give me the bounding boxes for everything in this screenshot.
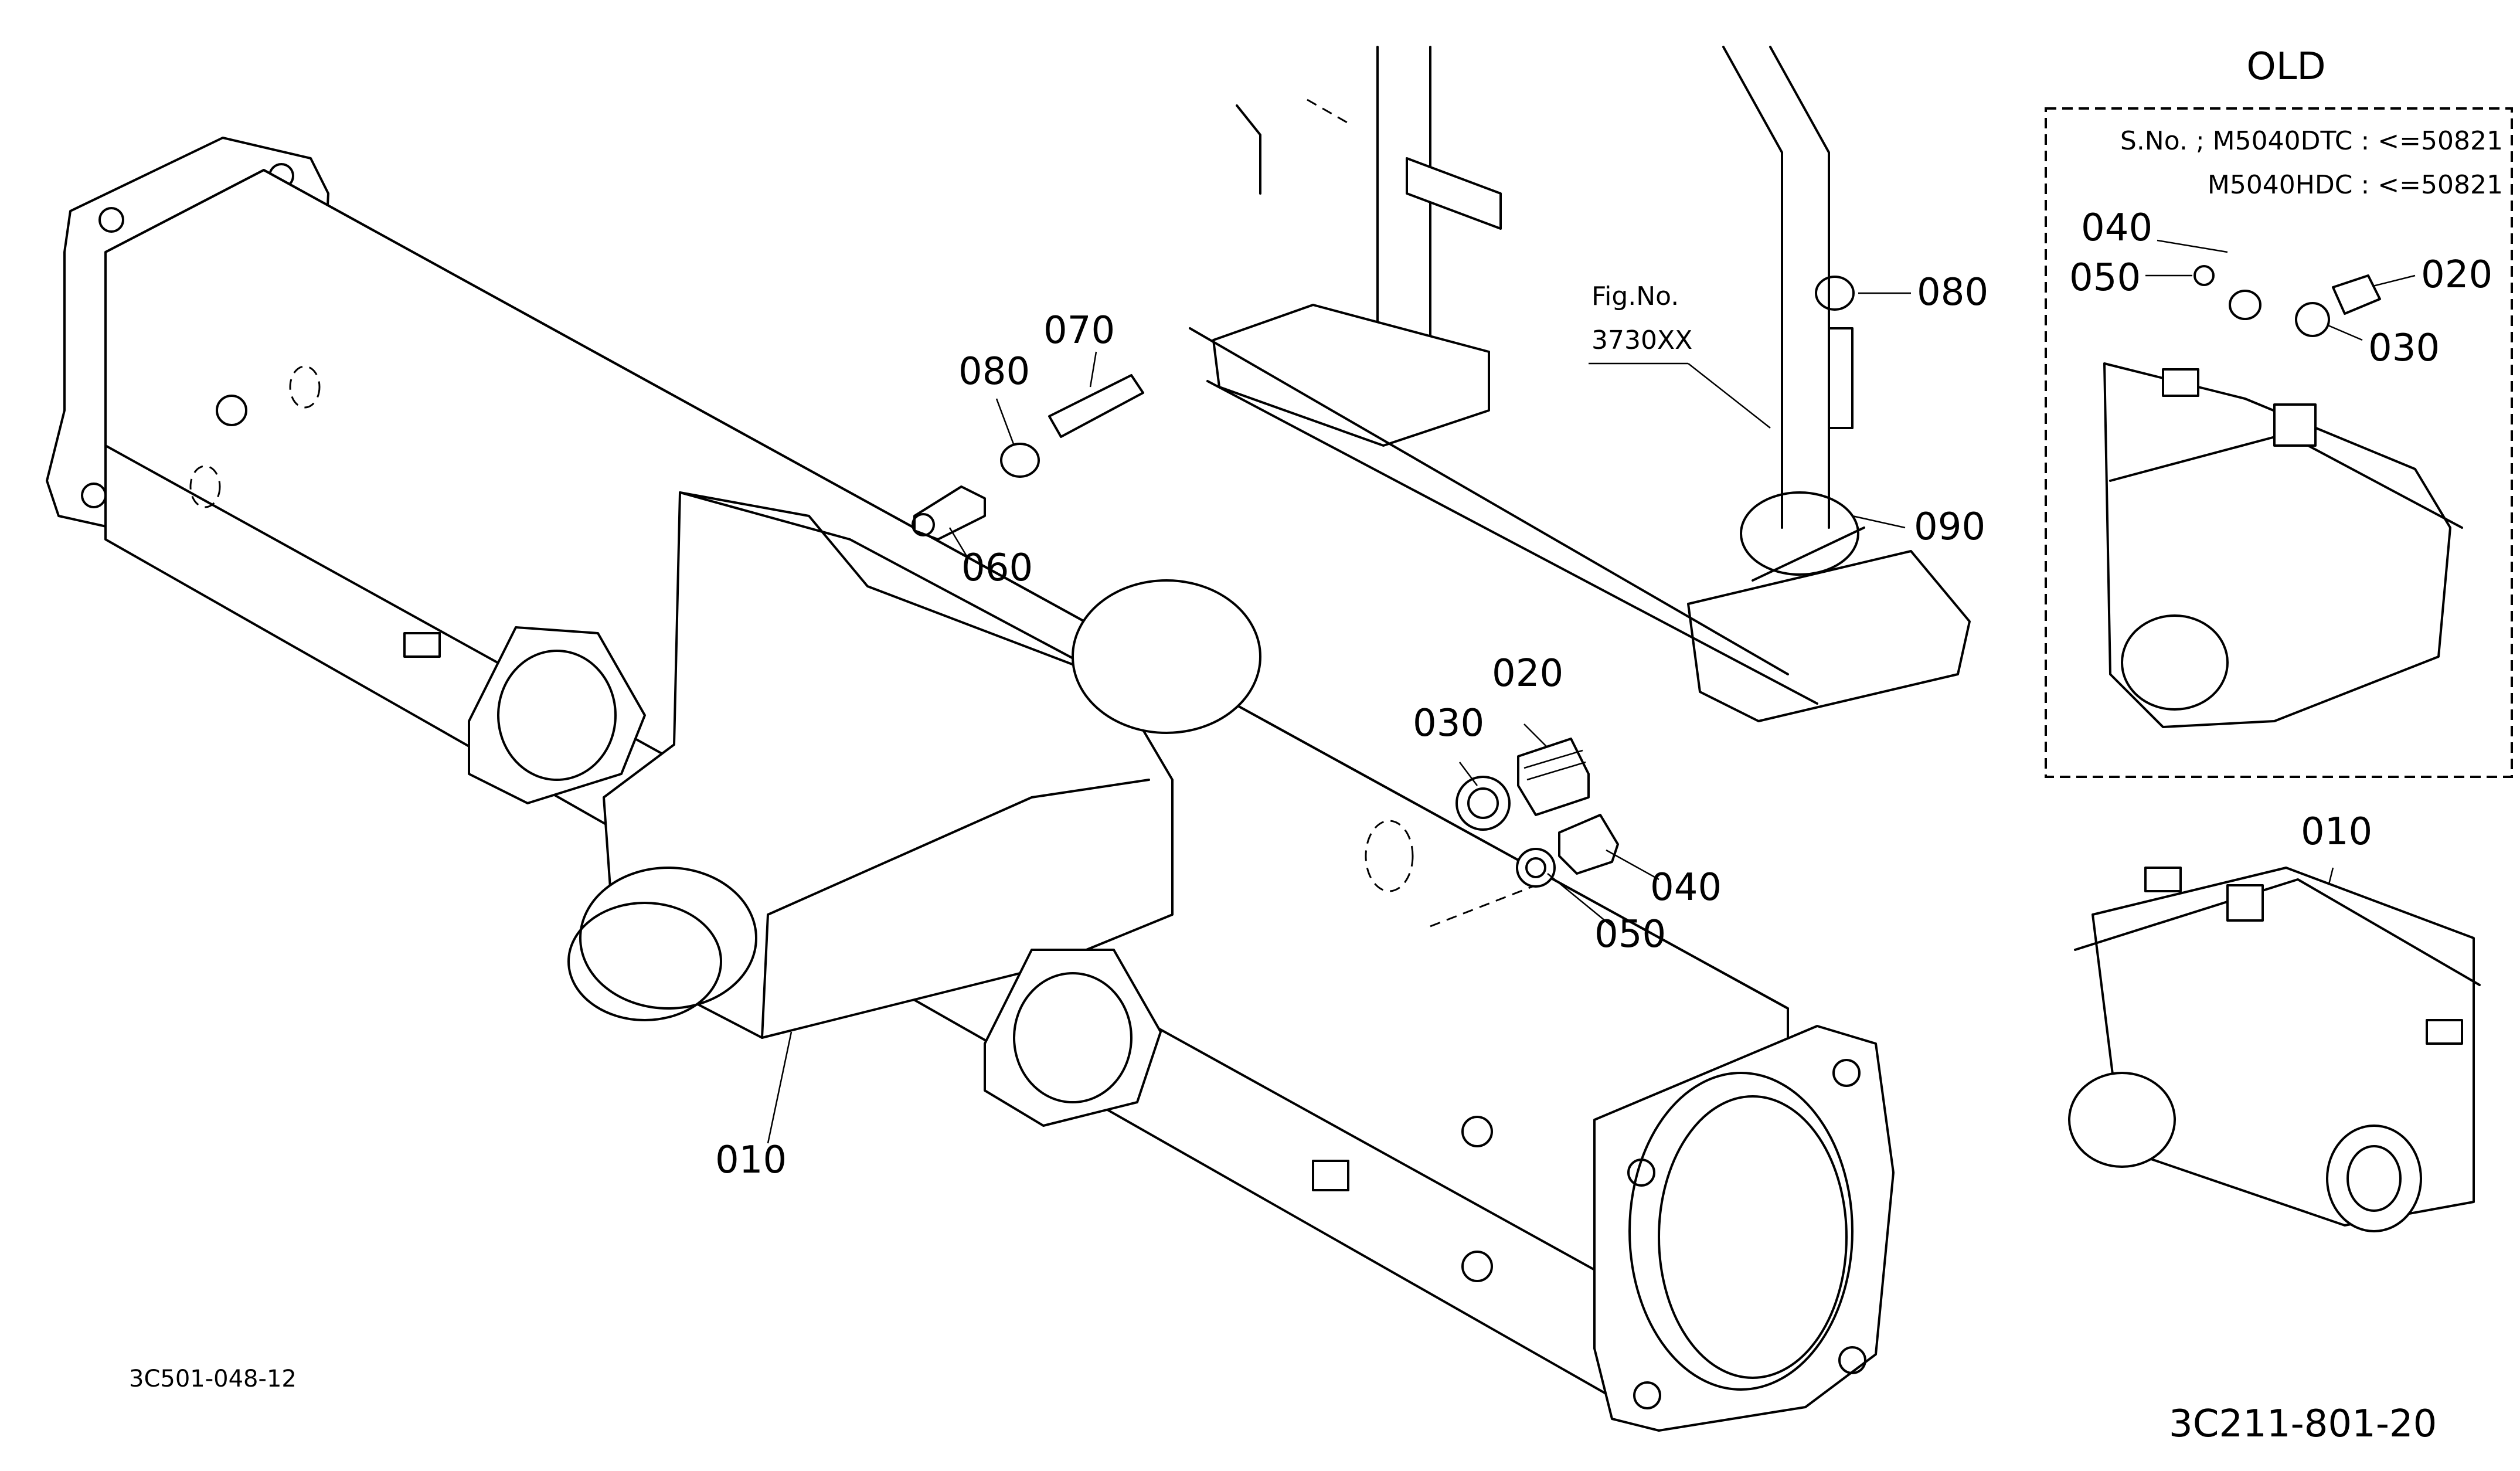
- seal-050-drawing: [1516, 848, 1556, 888]
- old-version-box: [2045, 107, 2513, 778]
- label-090: 090: [1914, 505, 1985, 549]
- label-070: 070: [1043, 309, 1115, 352]
- leader-lines: [767, 239, 2416, 1144]
- label-020-old: 020: [2421, 253, 2492, 297]
- label-030-main: 030: [1413, 702, 1484, 745]
- fig-ref-line-2: 3730XX: [1591, 325, 1692, 355]
- plug-020-drawing: [1517, 738, 1590, 816]
- label-040-main: 040: [1650, 866, 1722, 909]
- frame-pipe-drawing: [1189, 46, 1971, 722]
- plug-040-drawing: [1558, 814, 1619, 875]
- axle-housing-drawing: [46, 137, 1895, 1432]
- serial-line-1: S.No. ; M5040DTC : <=50821: [2120, 126, 2503, 156]
- serial-line-2: M5040HDC : <=50821: [2208, 170, 2503, 200]
- drawing-code-left: 3C501-048-12: [129, 1365, 297, 1392]
- label-080-right: 080: [1917, 271, 1988, 314]
- label-060: 060: [961, 546, 1033, 590]
- label-030-old: 030: [2368, 327, 2440, 370]
- label-020-main: 020: [1492, 652, 1563, 695]
- fig-ref-line-1: Fig.No.: [1591, 281, 1679, 311]
- label-080-left: 080: [958, 350, 1030, 393]
- fitting-060-drawing: [912, 485, 986, 541]
- label-050-old: 050: [2069, 256, 2141, 300]
- seal-030-drawing: [1455, 776, 1511, 831]
- label-010-inset: 010: [2301, 810, 2372, 854]
- label-050-main: 050: [1594, 913, 1666, 956]
- hose-070-drawing: [1048, 374, 1144, 438]
- label-010-main: 010: [715, 1139, 787, 1182]
- label-040-old: 040: [2081, 206, 2152, 250]
- old-title: OLD: [2246, 45, 2325, 89]
- drawing-code-right: 3C211-801-20: [2169, 1402, 2437, 1446]
- clamp-080-drawing: [1000, 276, 1855, 478]
- new-version-inset: [2068, 867, 2481, 1232]
